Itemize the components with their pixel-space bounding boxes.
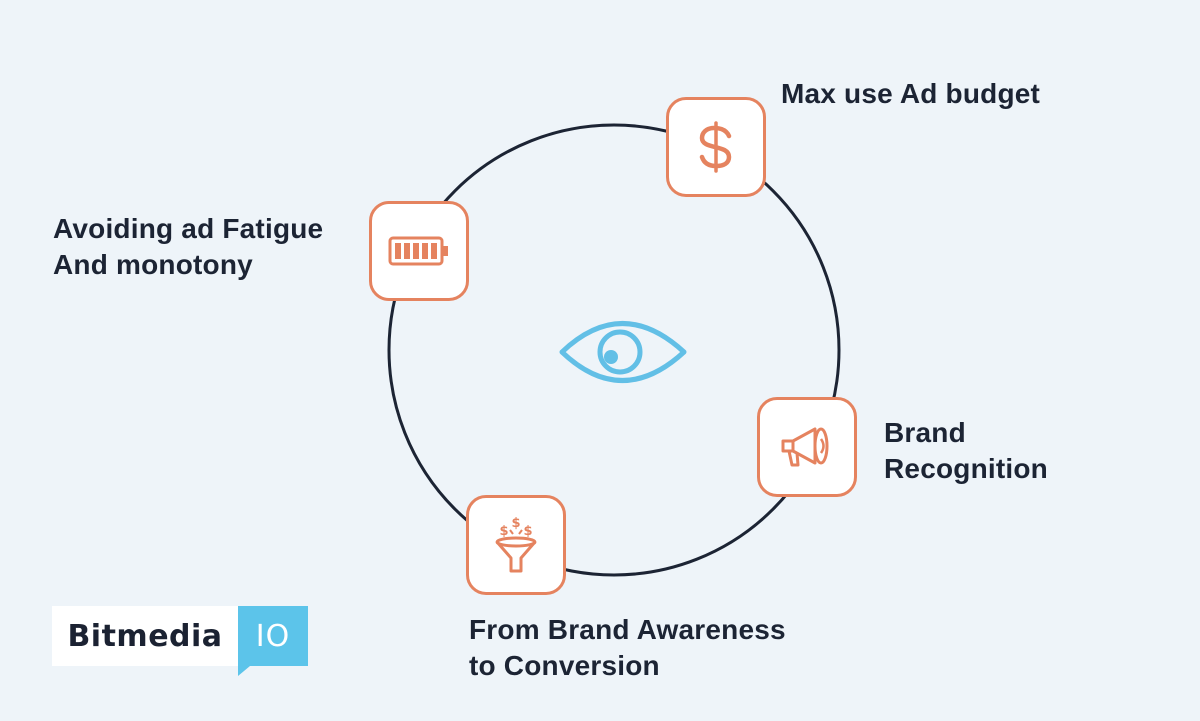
label-brand-recognition: Brand Recognition <box>884 415 1048 487</box>
money-funnel-icon: $ $ $ <box>495 516 537 573</box>
logo-badge: IO <box>238 606 308 676</box>
label-line: Max use Ad budget <box>781 78 1041 109</box>
label-conversion: From Brand Awareness to Conversion <box>469 612 786 684</box>
megaphone-icon <box>781 427 829 467</box>
svg-text:$: $ <box>499 524 508 539</box>
label-line: From Brand Awareness <box>469 614 786 645</box>
node-ad-budget <box>666 97 766 197</box>
svg-text:$: $ <box>523 524 532 539</box>
bitmedia-logo: Bitmedia IO <box>52 606 308 676</box>
label-line: And monotony <box>53 249 253 280</box>
logo-badge-tail <box>238 666 250 676</box>
label-line: Brand <box>884 417 966 448</box>
eye-icon <box>559 321 687 383</box>
node-ad-fatigue <box>369 201 469 301</box>
node-conversion: $ $ $ <box>466 495 566 595</box>
svg-text:$: $ <box>511 516 520 531</box>
logo-badge-text: IO <box>255 618 291 654</box>
label-ad-fatigue: Avoiding ad Fatigue And monotony <box>53 211 323 283</box>
label-line: Recognition <box>884 453 1048 484</box>
battery-icon <box>388 236 448 266</box>
label-ad-budget: Max use Ad budget <box>781 76 1040 112</box>
label-line: to Conversion <box>469 650 660 681</box>
dollar-icon <box>699 121 732 173</box>
node-brand-recognition <box>757 397 857 497</box>
logo-wordmark: Bitmedia <box>52 606 238 666</box>
label-line: Avoiding ad Fatigue <box>53 213 324 244</box>
